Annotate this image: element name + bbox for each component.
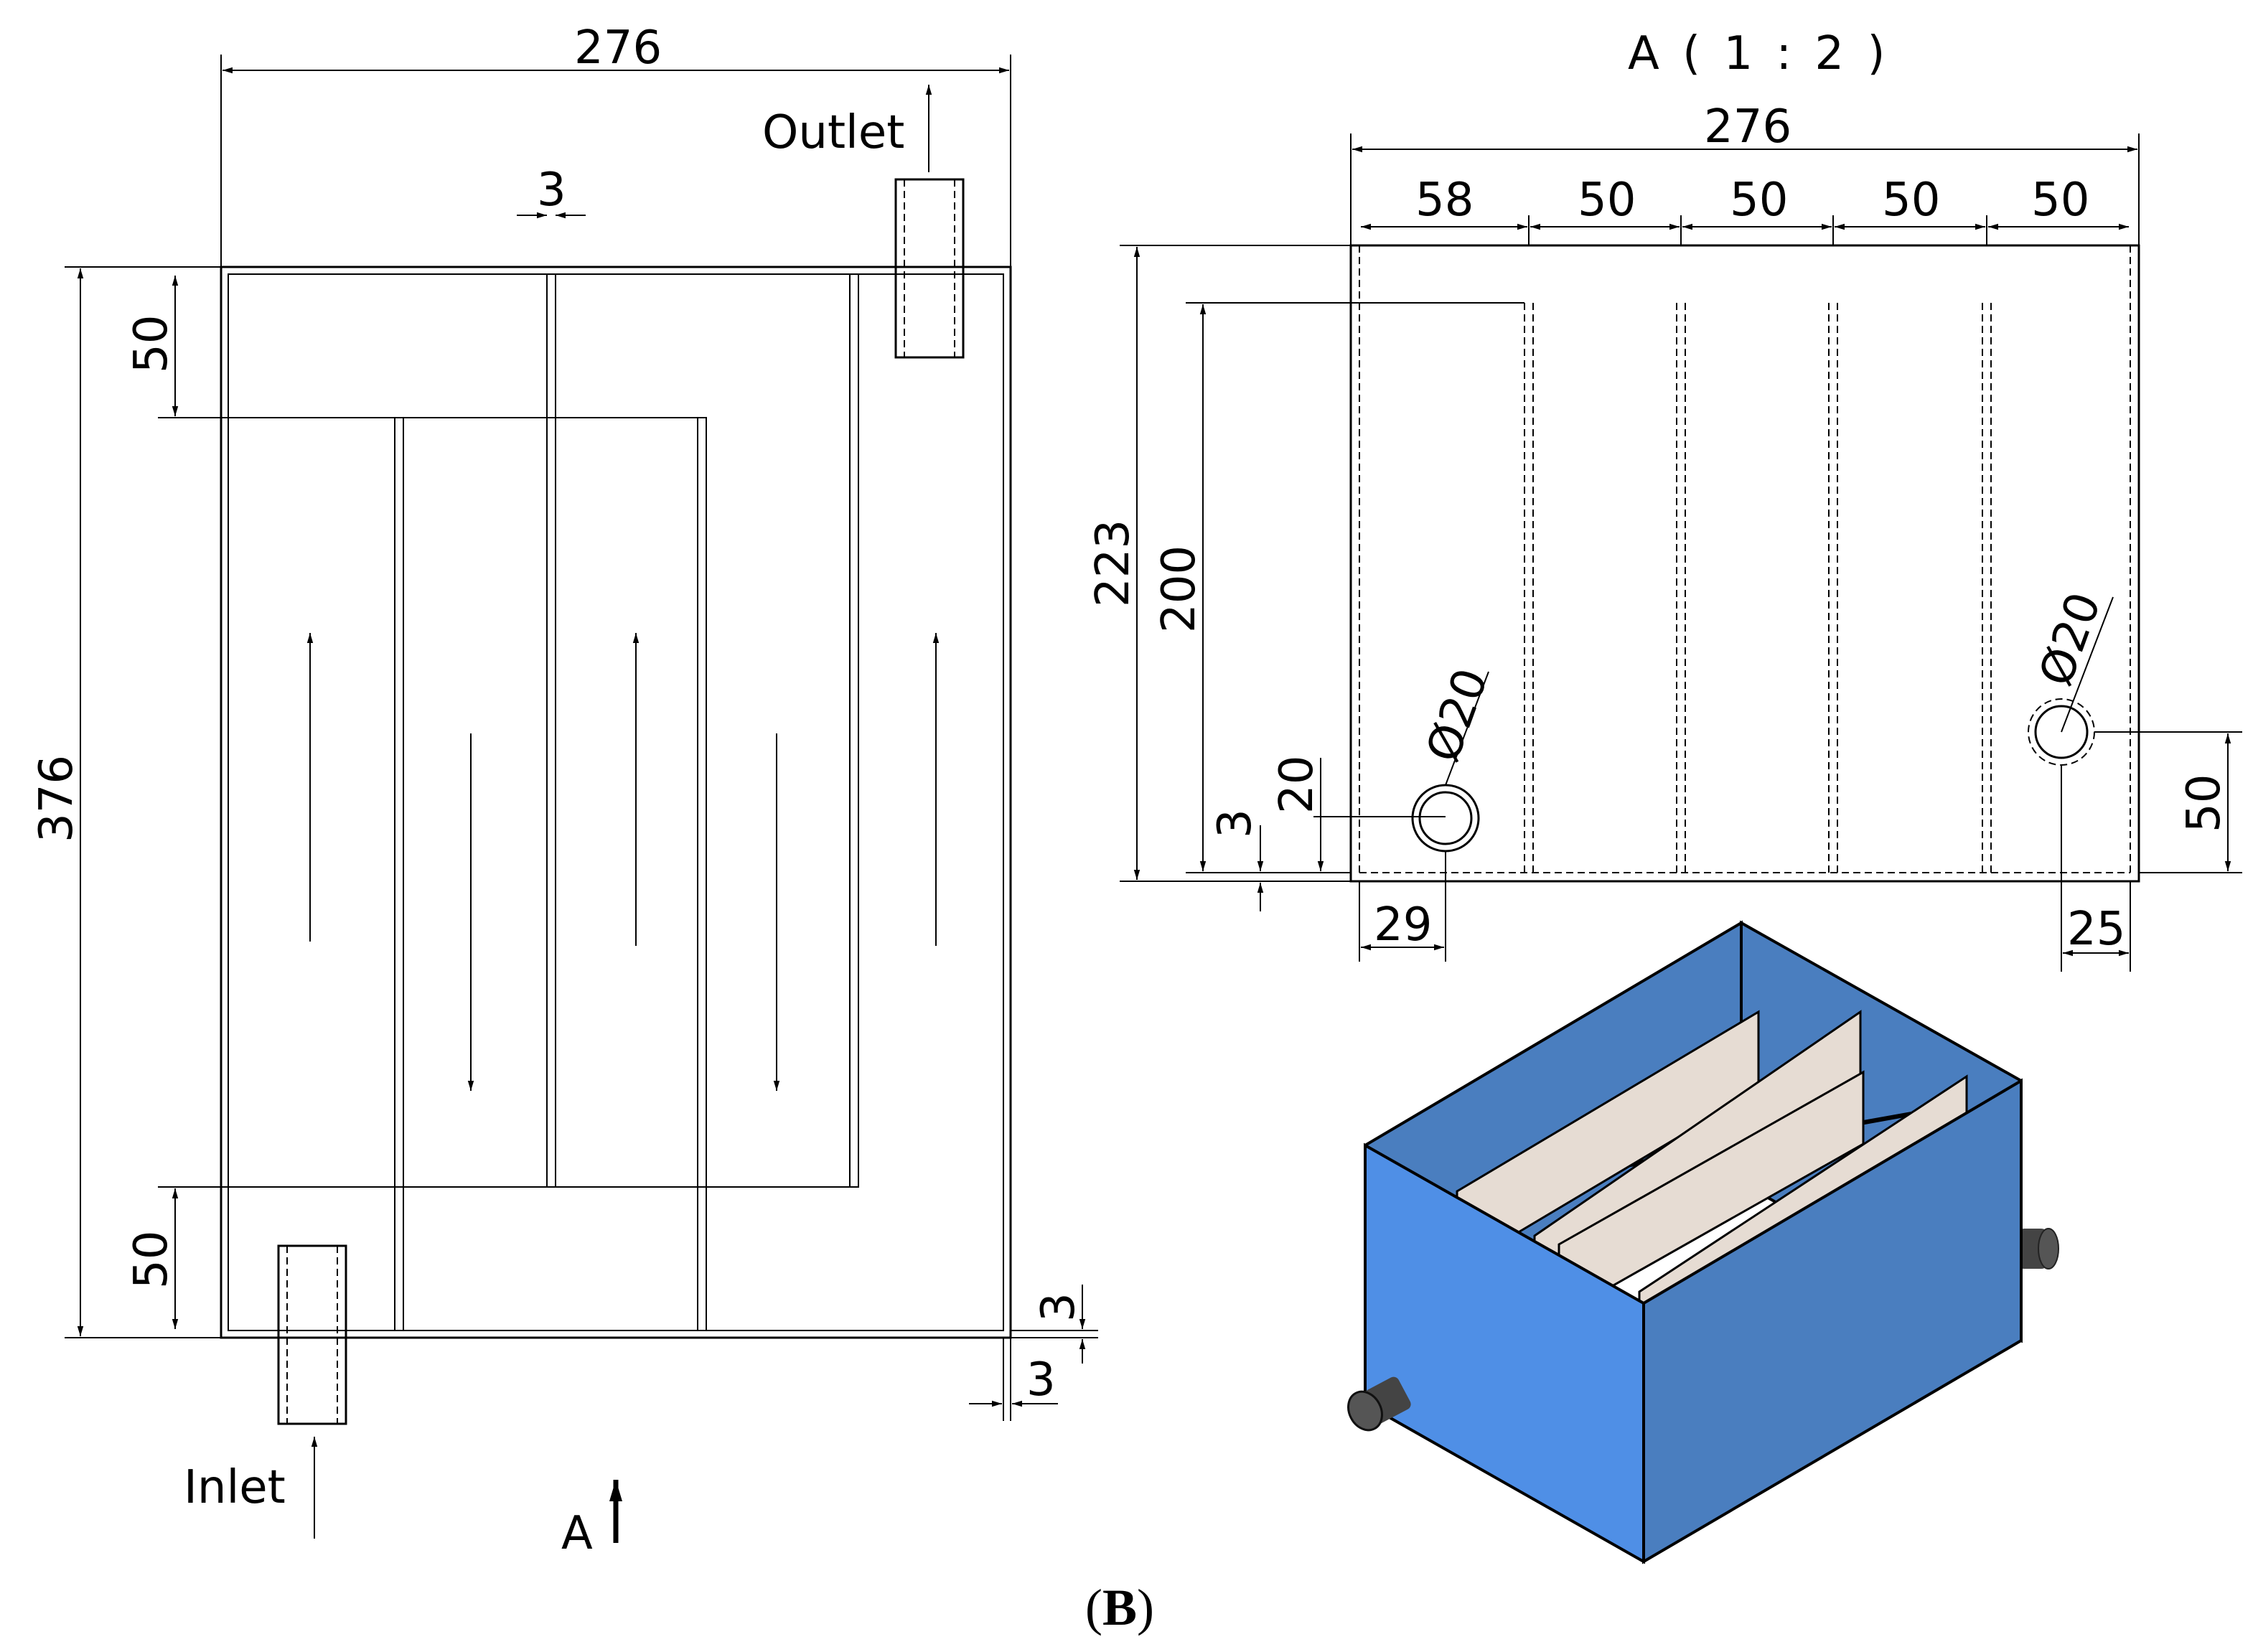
iso-inlet-pipe (1347, 1376, 1411, 1432)
hidden-baffles (1524, 303, 1992, 873)
section-dim-floor: 3 (1209, 809, 1262, 838)
baffle-3 (697, 417, 707, 1331)
section-segment-dim-2: 50 (1578, 174, 1636, 227)
section-dim-inlet-height: 20 (1270, 756, 1324, 814)
section-dim-outlet-height: 50 (2178, 774, 2231, 832)
section-dim-outlet-offset: 25 (2067, 903, 2125, 956)
inlet-pipe (277, 1244, 347, 1425)
section-segment-dim-5: 50 (2031, 174, 2089, 227)
dim-top-gap: 50 (125, 315, 178, 373)
section-inlet-diameter: Ø20 (1416, 662, 1499, 769)
section-segment-dim-3: 50 (1730, 174, 1788, 227)
baffle-4 (849, 273, 859, 1188)
isometric-view (1347, 920, 2059, 1564)
baffle-2 (546, 273, 556, 1188)
iso-outlet-pipe (2017, 1228, 2059, 1269)
top-view: Outlet Inlet A 276 3 376 50 50 (30, 22, 1098, 1560)
section-dim-height: 223 (1087, 520, 1140, 607)
iso-right-wall (1642, 1078, 2023, 1564)
section-dim-width: 276 (1704, 100, 1791, 154)
baffle-1 (394, 417, 404, 1331)
section-outlet-diameter: Ø20 (2029, 586, 2112, 693)
dim-width: 276 (574, 22, 662, 75)
dim-height: 376 (30, 755, 83, 843)
inlet-hole (1411, 784, 1480, 853)
section-segment-dim-4: 50 (1882, 174, 1940, 227)
section-dim-baffle-height: 200 (1153, 545, 1206, 633)
dim-wall-thickness-bottom: 3 (1032, 1292, 1085, 1322)
dim-bottom-gap: 50 (125, 1231, 178, 1289)
dim-wall-thickness-side: 3 (1026, 1353, 1056, 1407)
svg-text:(B): (B) (1085, 1579, 1154, 1636)
section-label: A (561, 1507, 593, 1560)
outlet-label: Outlet (762, 106, 904, 159)
section-dim-inlet-offset: 29 (1374, 898, 1432, 952)
outlet-pipe (894, 178, 965, 359)
section-view: A ( 1 : 2 ) 276 58 (1087, 27, 2242, 972)
section-view-title: A ( 1 : 2 ) (1628, 27, 1889, 80)
dim-baffle-thickness: 3 (537, 164, 566, 217)
section-outline (1349, 244, 2140, 883)
tank-inner-wall (228, 273, 1004, 1331)
inlet-label: Inlet (184, 1461, 286, 1514)
section-segment-dim-1: 58 (1415, 174, 1474, 227)
figure-caption: (B) (1085, 1579, 1154, 1636)
tank-outer-wall (220, 266, 1012, 1339)
